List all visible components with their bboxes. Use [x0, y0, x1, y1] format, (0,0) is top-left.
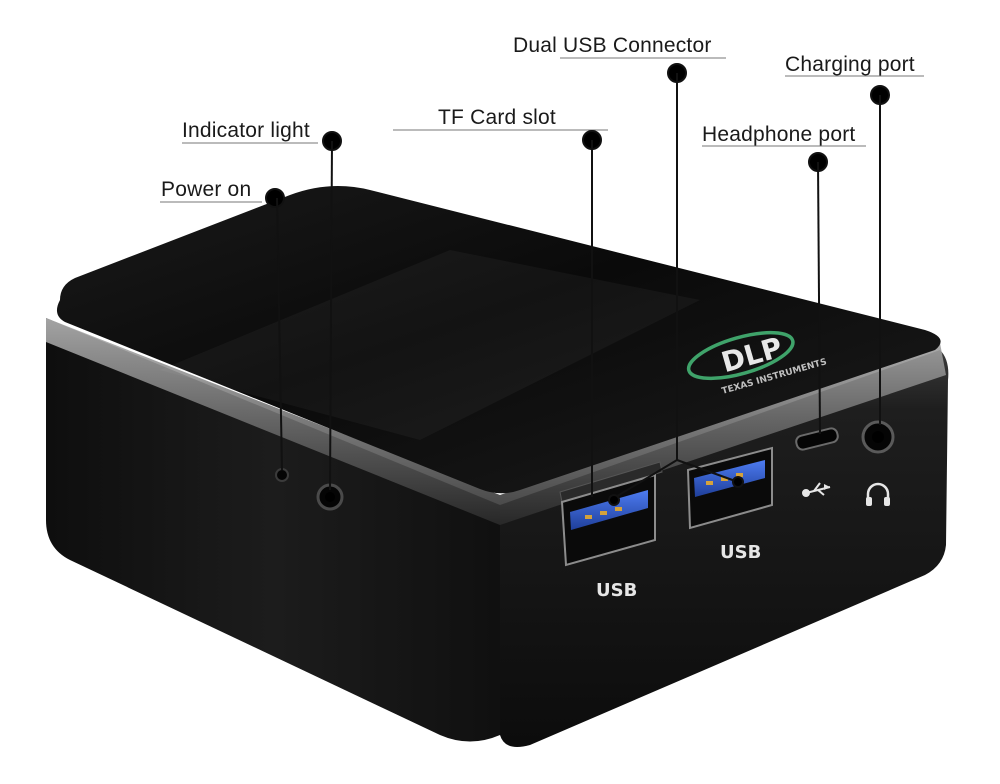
- device-front-face: [500, 350, 949, 748]
- usb-icon: [802, 482, 831, 497]
- tf-card-slot: [559, 461, 663, 503]
- callout-label-headphone-port: Headphone port: [702, 123, 856, 146]
- power-led: [275, 468, 289, 482]
- callout-dot-power-on: [265, 188, 285, 208]
- usb-right-label: USB: [720, 542, 761, 563]
- callout-label-dual-usb-connector: Dual USB Connector: [513, 34, 712, 57]
- usb-left-label: USB: [596, 580, 637, 601]
- device-left-side: [46, 318, 500, 742]
- callout-label-indicator-light: Indicator light: [182, 119, 310, 142]
- callout-lines: [160, 57, 924, 506]
- usb-port-left: [560, 473, 656, 567]
- device-trim: [46, 318, 946, 525]
- callout-label-tf-card-slot: TF Card slot: [438, 106, 556, 129]
- callout-label-power-on: Power on: [161, 178, 252, 201]
- headphone-icon: [866, 482, 890, 506]
- callout-label-charging-port: Charging port: [785, 53, 915, 76]
- micro-usb-port: [795, 427, 839, 451]
